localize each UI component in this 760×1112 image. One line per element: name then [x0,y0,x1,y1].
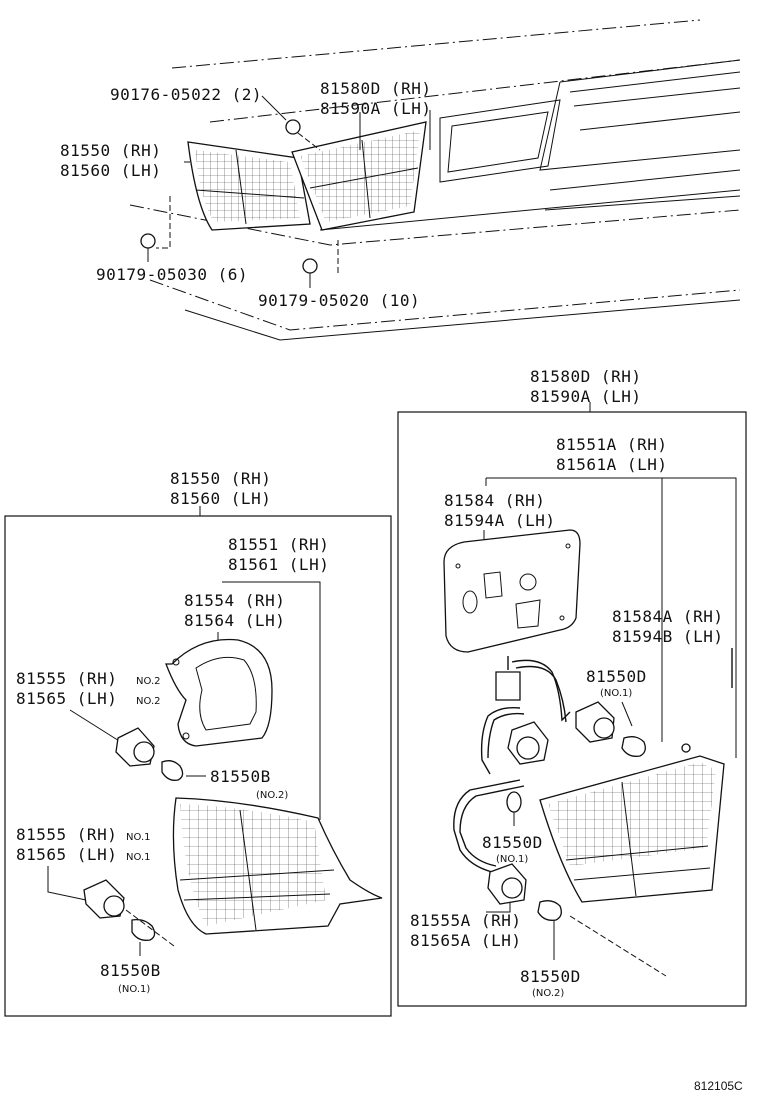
right-bulb-top-no: (NO.1) [600,688,632,699]
right-title-rh: 81580D (RH) [530,367,641,386]
left-socket1-rh: 81555 (RH) [16,825,117,844]
right-bulb-top-label: 81550D [586,667,647,686]
right-plate-rh: 81584 (RH) [444,491,545,510]
left-socket2-no-lh: NO.2 [136,696,161,707]
socket-mid [507,721,549,765]
outer-lamp-rh-label: 81550 (RH) [60,141,161,160]
socket-no1 [83,879,156,941]
right-title-lh: 81590A (LH) [530,387,641,406]
left-bulb1-no: (NO.1) [118,984,150,995]
screw-top [261,95,321,151]
outer-lamp-lh-label: 81560 (LH) [60,161,161,180]
screw-label: 90176-05022 (2) [110,85,262,104]
left-title-lh: 81560 (LH) [170,489,271,508]
left-bulb1-label: 81550B [100,961,161,980]
right-bulb-mid-label: 81550D [482,833,543,852]
left-gasket-rh: 81554 (RH) [184,591,285,610]
bulb-top-right [621,701,646,757]
outer-lamp-gasket [165,638,273,747]
left-lens-rh: 81551 (RH) [228,535,329,554]
left-socket1-no-lh: NO.1 [126,852,151,863]
right-socket-lh: 81565A (LH) [410,931,521,950]
right-gasket-lh: 81594B (LH) [612,627,723,646]
inner-tail-lamp [539,743,725,903]
outer-tail-lamp-top [187,141,311,231]
left-gasket-lh: 81564 (LH) [184,611,285,630]
inner-lamp-lh-label: 81590A (LH) [320,99,431,118]
left-title-rh: 81550 (RH) [170,469,271,488]
left-assembly-frame [4,515,392,1017]
left-socket2-rh: 81555 (RH) [16,669,117,688]
inner-lamp-rh-label: 81580D (RH) [320,79,431,98]
socket-no2 [115,727,184,781]
nut-left-top [140,196,171,262]
right-socket-rh: 81555A (RH) [410,911,521,930]
right-plate-lh: 81594A (LH) [444,511,555,530]
right-gasket-rh: 81584A (RH) [612,607,723,626]
left-socket1-lh: 81565 (LH) [16,845,117,864]
bulb-mid [506,791,522,826]
right-bulb-bottom-label: 81550D [520,967,581,986]
figure-reference: 812105C [694,1079,743,1093]
left-socket1-no-rh: NO.1 [126,832,151,843]
right-lens-lh: 81561A (LH) [556,455,667,474]
right-assembly-frame [397,411,747,1007]
inner-tail-lamp-top [291,121,427,231]
bulb-bottom [537,900,562,921]
rear-body-panel [129,19,741,341]
outer-tail-lamp [172,797,383,935]
left-bulb2-no: (NO.2) [256,790,288,801]
wiring-harness [453,656,571,873]
right-lens-rh: 81551A (RH) [556,435,667,454]
nut-right-label: 90179-05020 (10) [258,291,420,310]
socket-bottom [487,863,527,905]
right-bulb-bottom-no: (NO.2) [532,988,564,999]
bulb-socket-plate [443,529,581,653]
left-socket2-lh: 81565 (LH) [16,689,117,708]
right-bulb-mid-no: (NO.1) [496,854,528,865]
nut-right-top [302,240,339,288]
left-bulb2-label: 81550B [210,767,271,786]
left-lens-lh: 81561 (LH) [228,555,329,574]
left-socket2-no-rh: NO.2 [136,676,161,687]
nut-left-label: 90179-05030 (6) [96,265,248,284]
socket-top-right [575,701,615,743]
